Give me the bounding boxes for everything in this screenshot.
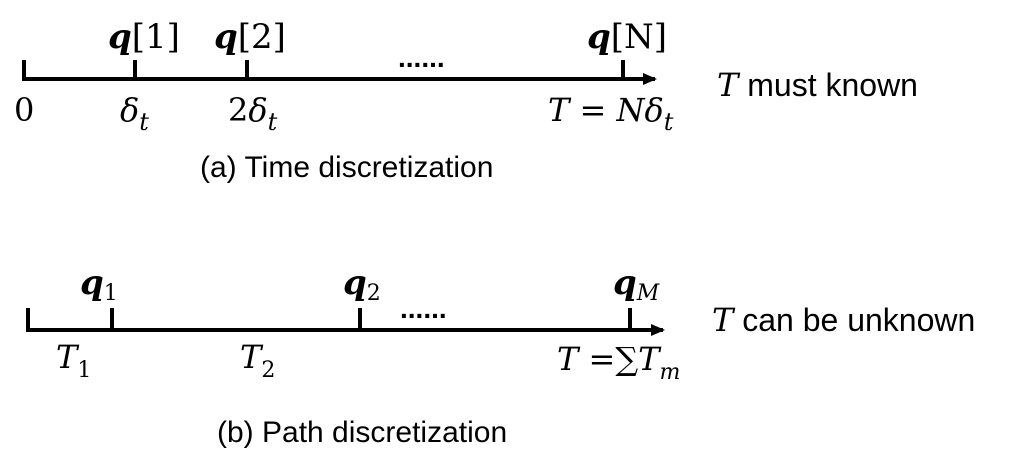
- label-T-equals-sum-T-m: T =∑Tm: [557, 340, 680, 385]
- panel-b-path-discretization: q1 q2 qM ...... T1 T2 T =∑Tm T can be un…: [26, 263, 975, 449]
- ellipsis-a: ......: [398, 42, 445, 73]
- label-q-2: q[2]: [214, 17, 286, 57]
- label-delta-t: δt: [120, 91, 149, 136]
- label-q-1: q[1]: [108, 17, 180, 57]
- ellipsis-b: ......: [400, 293, 447, 324]
- label-q-sub-M: qM: [613, 263, 660, 306]
- label-q-sub-2: q2: [343, 263, 381, 306]
- label-zero: 0: [14, 91, 34, 129]
- label-T-1: T1: [56, 338, 91, 383]
- label-q-sub-1: q1: [80, 263, 118, 306]
- label-T-2: T2: [240, 338, 275, 383]
- label-2-delta-t: 2δt: [228, 91, 278, 136]
- panel-a-time-discretization: q[1] q[2] q[N] ...... 0 δt 2δt T = Nδt T…: [14, 17, 918, 184]
- note-T-can-be-unknown: T can be unknown: [712, 301, 975, 339]
- note-T-must-known: T must known: [717, 66, 918, 104]
- caption-a: (a) Time discretization: [200, 151, 493, 184]
- caption-b: (b) Path discretization: [217, 416, 507, 449]
- label-q-N: q[N]: [587, 17, 667, 57]
- label-T-equals-N-delta-t: T = Nδt: [548, 91, 674, 136]
